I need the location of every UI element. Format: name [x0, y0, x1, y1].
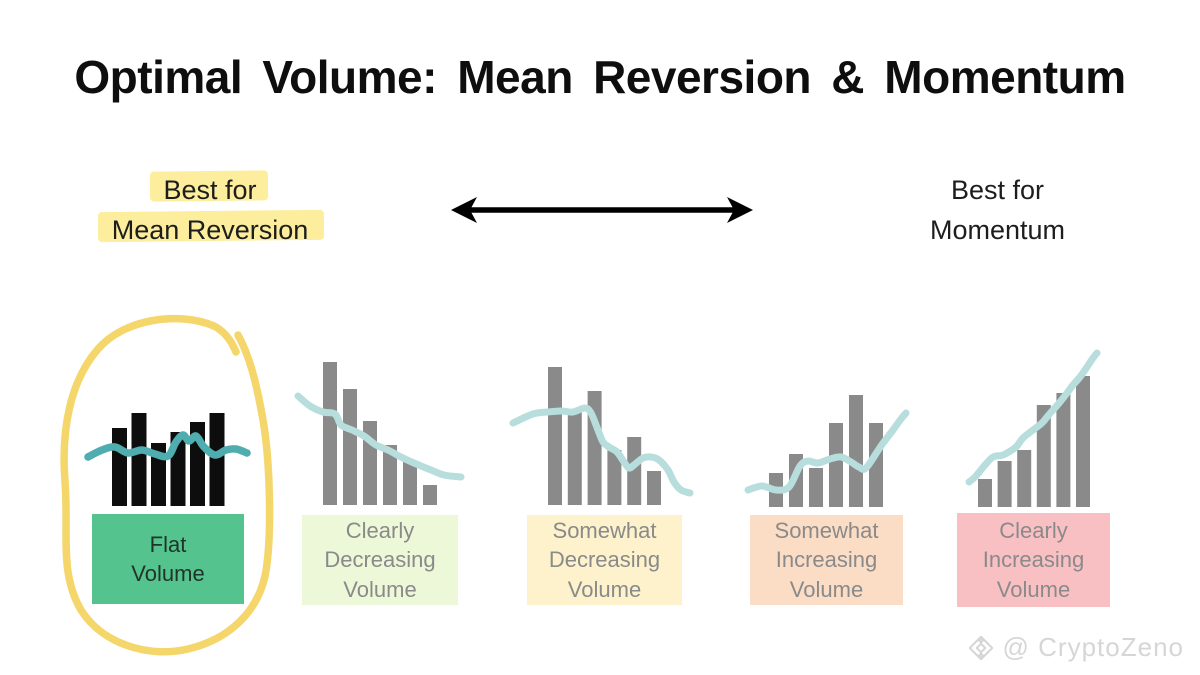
volume-bar — [607, 450, 622, 505]
panel-label-somewhat-decreasing: Somewhat Decreasing Volume — [548, 518, 661, 602]
arrowhead-left-icon — [451, 197, 477, 223]
chart-clearly-decreasing — [294, 362, 465, 505]
right-spectrum-label-line1: Best for — [950, 175, 1045, 205]
volume-bar — [1056, 393, 1071, 507]
volume-bar — [131, 413, 147, 506]
volume-bar — [190, 422, 205, 506]
panel-box-flat-volume: Flat Volume — [92, 514, 244, 604]
right-spectrum-label-line2: Momentum — [929, 215, 1066, 245]
chart-clearly-increasing — [965, 349, 1101, 507]
trend-line-somewhat-increasing — [744, 409, 910, 494]
panel-box-somewhat-decreasing: Somewhat Decreasing Volume — [527, 515, 682, 605]
volume-bar — [363, 421, 377, 505]
right-spectrum-label: Best for Momentum — [860, 170, 1135, 250]
panel-box-clearly-decreasing: Clearly Decreasing Volume — [302, 515, 458, 605]
brand-diamond-icon — [968, 635, 993, 660]
panel-label-flat-volume: Flat Volume — [131, 531, 205, 586]
volume-bar — [151, 443, 166, 506]
panel-box-clearly-increasing: Clearly Increasing Volume — [957, 513, 1110, 607]
volume-bar — [997, 461, 1012, 507]
volume-bar — [587, 391, 602, 505]
panel-label-somewhat-increasing: Somewhat Increasing Volume — [774, 518, 879, 602]
left-spectrum-label: Best for Mean Reversion — [60, 170, 360, 250]
volume-bar — [789, 454, 803, 507]
volume-bar — [627, 437, 642, 505]
watermark: @ CryptoZeno — [966, 632, 1184, 663]
volume-bar — [209, 413, 225, 506]
panel-label-clearly-increasing: Clearly Increasing Volume — [982, 518, 1085, 602]
volume-bar — [403, 462, 417, 505]
volume-bar — [829, 423, 843, 507]
volume-bar — [1076, 376, 1090, 507]
volume-bar — [423, 485, 437, 505]
volume-bar — [112, 428, 127, 506]
page-title: Optimal Volume: Mean Reversion & Momentu… — [74, 51, 1126, 103]
trend-line-clearly-increasing — [965, 349, 1101, 486]
volume-bar — [978, 479, 992, 507]
volume-bar — [809, 468, 823, 507]
left-spectrum-label-line1: Best for — [163, 175, 257, 205]
volume-bar — [1036, 405, 1051, 507]
volume-bar — [769, 473, 783, 507]
watermark-handle: @ CryptoZeno — [1002, 632, 1184, 662]
panel-label-clearly-decreasing: Clearly Decreasing Volume — [324, 518, 436, 602]
volume-bar — [383, 445, 397, 505]
volume-bar — [869, 423, 883, 507]
volume-bar — [343, 389, 357, 505]
arrowhead-right-icon — [727, 197, 753, 223]
volume-bar — [170, 432, 186, 506]
trend-line-clearly-decreasing — [294, 392, 465, 481]
panel-box-somewhat-increasing: Somewhat Increasing Volume — [750, 515, 903, 605]
chart-somewhat-decreasing — [509, 367, 694, 505]
volume-bar — [548, 367, 562, 505]
volume-bar — [323, 362, 337, 505]
trend-line-somewhat-decreasing — [509, 404, 694, 497]
chart-somewhat-increasing — [744, 395, 910, 507]
volume-bar — [849, 395, 863, 507]
chart-flat-volume — [84, 413, 251, 506]
volume-bar — [1017, 450, 1032, 507]
trend-line-flat-volume — [84, 431, 251, 461]
volume-bar — [647, 471, 661, 505]
left-spectrum-label-line2: Mean Reversion — [111, 215, 309, 245]
volume-bar — [567, 412, 582, 505]
